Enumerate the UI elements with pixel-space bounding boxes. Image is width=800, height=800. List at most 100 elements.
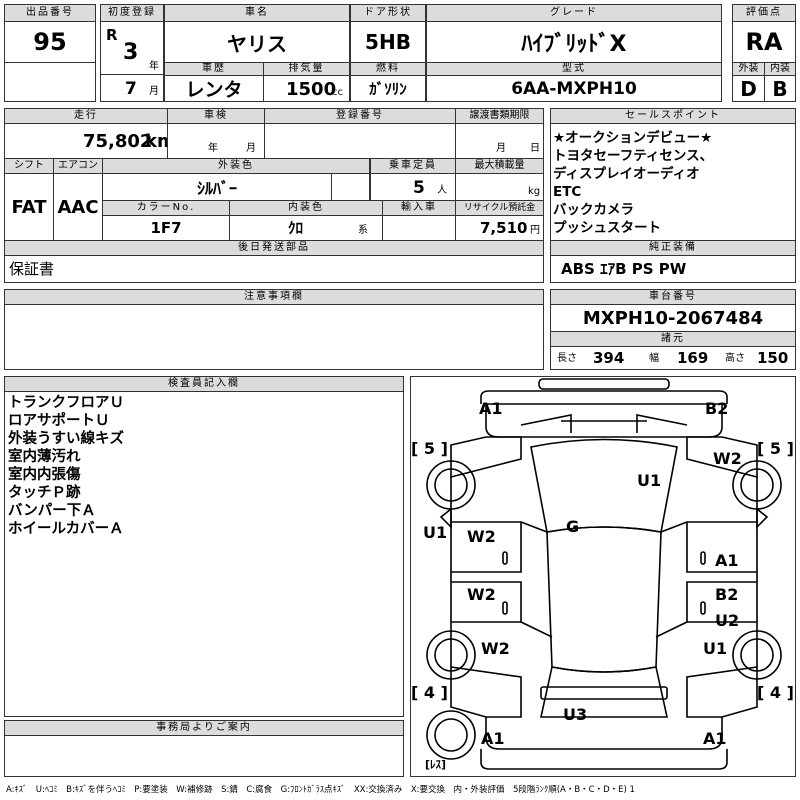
capacity-label: 乗車定員 — [370, 158, 456, 174]
fuel-label: 燃料 — [350, 62, 426, 76]
displacement-label: 排気量 — [263, 62, 350, 76]
inspector-line: 外装うすい線キズ — [8, 431, 124, 447]
damage-legend: A:ｷｽﾞ U:ﾍｺﾐ B:ｷｽﾞを伴うﾍｺﾐ P:要塗装 W:補修跡 S:錆 … — [6, 785, 635, 795]
car-name: ヤリス — [164, 21, 350, 63]
transfer-deadline-cell: 月 日 — [455, 123, 544, 159]
inspection-label: 車検 — [167, 108, 265, 124]
capacity: 5 — [413, 178, 425, 198]
grade-label: グレード — [426, 4, 722, 22]
equipment-cell: ABS ｴｱB PS PW — [550, 255, 796, 283]
office-label: 事務局よりご案内 — [4, 720, 404, 736]
color-no-label: カラーNo. — [102, 200, 230, 216]
inspector-label: 検査員記入欄 — [4, 376, 404, 392]
damage-mark: G — [566, 517, 580, 536]
score: RA — [732, 21, 796, 63]
ext-color-label: 外装色 — [102, 158, 370, 174]
int-color: ｸﾛ — [288, 219, 304, 237]
damage-mark: U1 — [423, 523, 448, 542]
tire-tread-rear-right: [ 4 ] — [757, 683, 794, 702]
reg-number-cell — [264, 123, 456, 159]
chassis-label: 車台番号 — [550, 289, 796, 305]
displacement: 1500 — [286, 79, 337, 100]
spare-tire-label: [ﾚｽ] — [425, 758, 447, 771]
sales-line: プッシュスタート — [553, 220, 661, 236]
damage-mark: U2 — [715, 611, 740, 630]
int-color-cell: ｸﾛ 系 — [229, 215, 383, 241]
capacity-cell: 5 人 — [370, 173, 456, 201]
inspection-month-unit: 月 — [246, 143, 256, 154]
sales-line: ディスプレイオーディオ — [553, 166, 700, 182]
model-label: 型式 — [426, 62, 722, 76]
first-registration-year: R 3 年 — [100, 21, 164, 75]
shift: FAT — [4, 173, 54, 241]
length-label: 長さ — [557, 353, 577, 364]
recycle-cell: 7,510 円 — [455, 215, 544, 241]
ac: AAC — [53, 173, 103, 241]
damage-mark: U3 — [563, 705, 588, 724]
chassis-number: MXPH10-2067484 — [550, 304, 796, 332]
sales-line: バックカメラ — [553, 202, 634, 218]
import-cell — [382, 215, 456, 241]
damage-mark: B2 — [705, 399, 729, 418]
damage-diagram: A1 B2 W2 U1 G U1 W2 A1 W2 B2 U2 W2 U1 U3… — [410, 376, 796, 777]
damage-mark: B2 — [715, 585, 739, 604]
ac-label: エアコン — [53, 158, 103, 174]
registration-year: 3 — [123, 40, 139, 65]
damage-mark: W2 — [713, 449, 742, 468]
damage-mark: W2 — [467, 527, 496, 546]
office-area — [4, 735, 404, 777]
inspector-line: ホイールカバーＡ — [8, 521, 124, 537]
shift-label: シフト — [4, 158, 54, 174]
int-color-unit: 系 — [358, 225, 368, 236]
sales-line: トヨタセーフティセンス、 — [553, 148, 714, 164]
transfer-deadline-label: 譲渡書類期限 — [455, 108, 544, 124]
int-color-label: 内装色 — [229, 200, 383, 216]
displacement-cell: 1500 cc — [263, 75, 350, 102]
later-parts-cell: 保証書 — [4, 255, 544, 283]
equipment: ABS ｴｱB PS PW — [561, 260, 687, 278]
recycle-fee: 7,510 — [480, 219, 528, 237]
spec-label: 諸元 — [550, 331, 796, 347]
lot-number-label: 出品番号 — [4, 4, 96, 22]
damage-mark: W2 — [481, 639, 510, 658]
reg-number-label: 登録番号 — [264, 108, 456, 124]
tire-tread-rear-left: [ 4 ] — [411, 683, 448, 702]
width: 169 — [677, 349, 709, 367]
history-label: 車歴 — [164, 62, 264, 76]
mileage-label: 走行 — [4, 108, 168, 124]
door-label: ドア形状 — [350, 4, 426, 22]
height-label: 高さ — [725, 353, 745, 364]
inspector-line: タッチＰ跡 — [8, 485, 81, 501]
damage-mark: A1 — [481, 729, 505, 748]
ext-color-extra — [331, 173, 370, 201]
door-type: 5HB — [350, 21, 426, 63]
transfer-day-unit: 日 — [530, 143, 540, 154]
tire-tread-front-left: [ 5 ] — [411, 439, 448, 458]
inspector-line: ロアサポートＵ — [8, 413, 110, 429]
damage-mark: U1 — [703, 639, 728, 658]
car-outline — [426, 378, 782, 770]
registration-month: 7 — [125, 79, 137, 99]
damage-mark: A1 — [479, 399, 503, 418]
displacement-unit: cc — [332, 87, 343, 98]
first-registration-month: 7 月 — [100, 74, 164, 102]
width-label: 幅 — [649, 353, 659, 364]
interior-label: 内装 — [764, 62, 796, 76]
exterior-label: 外装 — [732, 62, 765, 76]
inspector-line: バンパー下Ａ — [8, 503, 96, 519]
era-letter: R — [106, 26, 118, 44]
car-name-label: 車名 — [164, 4, 350, 22]
inspector-line: 室内薄汚れ — [8, 449, 81, 465]
ext-color: ｼﾙﾊﾞｰ — [102, 173, 332, 201]
color-no: 1F7 — [102, 215, 230, 241]
inspection-cell: 年 月 — [167, 123, 265, 159]
damage-mark: A1 — [715, 551, 739, 570]
model: 6AA-MXPH10 — [426, 75, 722, 102]
history: レンタ — [164, 75, 264, 102]
interior-score: B — [764, 75, 796, 102]
recycle-unit: 円 — [530, 225, 540, 236]
inspector-notes: トランクフロアＵ ロアサポートＵ 外装うすい線キズ 室内薄汚れ 室内内張傷 タッ… — [4, 391, 404, 717]
equipment-label: 純正装備 — [550, 240, 796, 256]
sales-line: ★オークションデビュー★ — [553, 130, 713, 146]
transfer-month-unit: 月 — [496, 143, 506, 154]
